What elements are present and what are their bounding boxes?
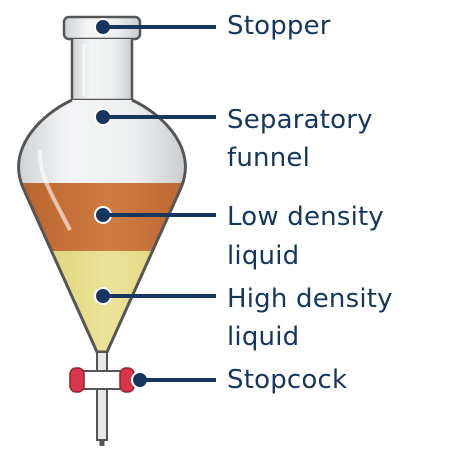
funnel-neck [70, 39, 134, 102]
stopcock-handle-left [69, 367, 85, 393]
label-high-density-line1: High density [227, 284, 393, 314]
funnel-stem [96, 351, 108, 446]
label-stopper: Stopper [227, 11, 331, 41]
funnel-body [17, 98, 187, 354]
stopcock [69, 367, 135, 393]
callout-low-density [94, 206, 216, 224]
callout-high-density [94, 287, 216, 305]
label-separatory-funnel-line2: funnel [227, 143, 311, 173]
callout-stopcock [131, 371, 216, 389]
callout-separatory-funnel [94, 108, 216, 126]
label-low-density-line1: Low density [227, 202, 384, 232]
stopcock-barrel [79, 370, 125, 390]
label-stopcock: Stopcock [227, 365, 348, 395]
label-high-density-line2: liquid [227, 322, 300, 352]
label-low-density-line2: liquid [227, 241, 300, 271]
label-separatory-funnel-line1: Separatory [227, 105, 373, 135]
callout-stopper [94, 18, 216, 36]
